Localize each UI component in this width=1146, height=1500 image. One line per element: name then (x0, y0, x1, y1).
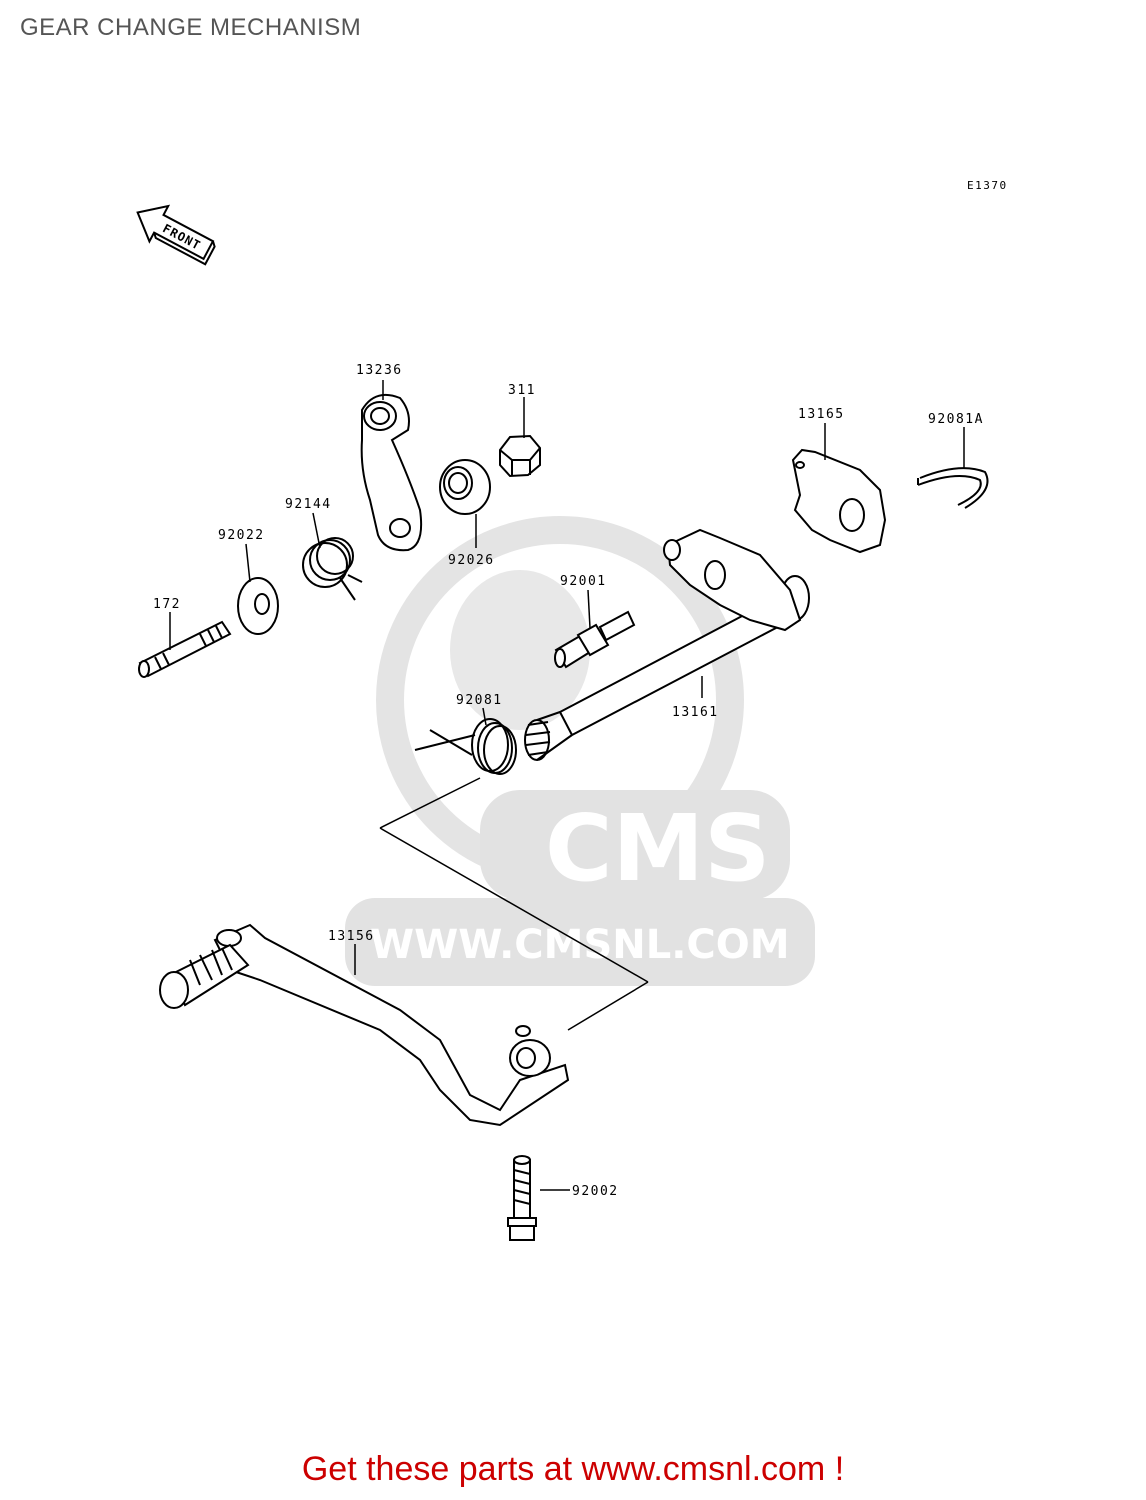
part-13165-plate (791, 448, 887, 554)
part-92022-washer (237, 577, 279, 635)
part-92144-spring (302, 537, 363, 601)
label-92002: 92002 (572, 1184, 619, 1199)
part-92081-spring (414, 718, 517, 775)
part-92001-bolt (554, 610, 636, 669)
label-172: 172 (153, 597, 181, 612)
page-title: GEAR CHANGE MECHANISM (20, 14, 362, 41)
label-92081: 92081 (456, 693, 503, 708)
part-92026-collar (439, 459, 491, 515)
front-arrow-icon: FRONT (136, 204, 216, 266)
part-13236-arm (360, 394, 423, 552)
part-13161-shaft (524, 528, 810, 761)
watermark-url: WWW.CMSNL.COM (370, 922, 790, 968)
label-13236: 13236 (356, 363, 403, 378)
watermark-brand: CMS (545, 795, 770, 902)
label-92026: 92026 (448, 553, 495, 568)
cms-watermark: CMS WWW.CMSNL.COM (345, 516, 815, 986)
footer-cta-link[interactable]: Get these parts at www.cmsnl.com ! (301, 1450, 845, 1488)
label-92022: 92022 (218, 528, 265, 543)
label-13165: 13165 (798, 407, 845, 422)
label-92081A: 92081A (928, 412, 984, 427)
part-number-labels: 13236 311 13165 92081A 92144 92022 92026… (153, 363, 984, 1199)
label-311: 311 (508, 383, 536, 398)
part-13156-pedal (159, 923, 570, 1127)
part-92002-bolt (507, 1155, 537, 1241)
part-92081A-clip (917, 467, 989, 509)
leader-lines (169, 380, 965, 1191)
label-13161: 13161 (672, 705, 719, 720)
diagram-code: E1370 (967, 179, 1008, 192)
part-172-stud (138, 620, 232, 678)
label-13156: 13156 (328, 929, 375, 944)
label-92001: 92001 (560, 574, 607, 589)
label-92144: 92144 (285, 497, 332, 512)
part-311-nut (499, 434, 541, 478)
